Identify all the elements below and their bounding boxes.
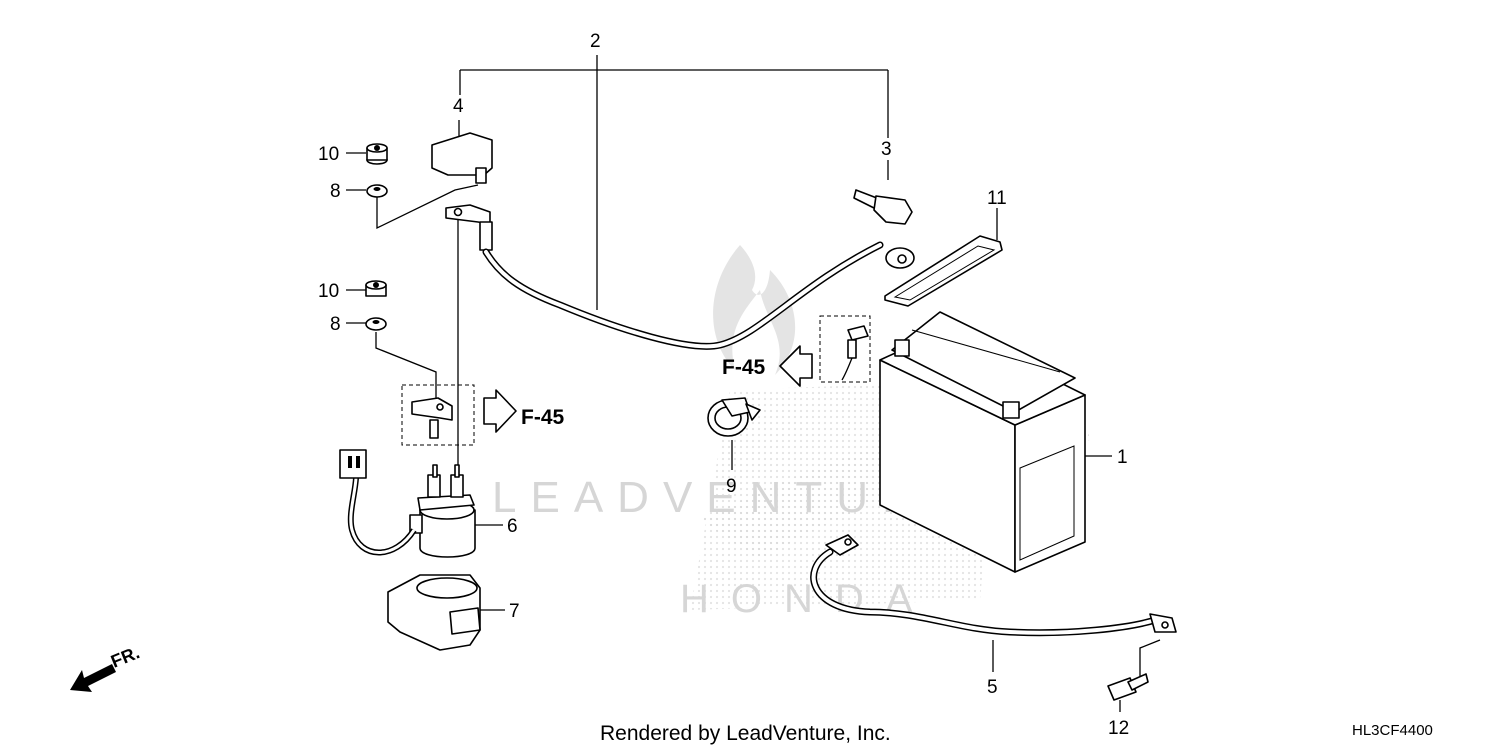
watermark-flame-icon bbox=[713, 245, 796, 375]
callout-9: 9 bbox=[726, 476, 737, 497]
nut-10-upper bbox=[366, 143, 388, 165]
reference-label-right: F-45 bbox=[722, 356, 766, 379]
callout-5: 5 bbox=[987, 677, 998, 698]
callout-4: 4 bbox=[453, 96, 464, 117]
front-direction-arrow: FR. bbox=[70, 642, 142, 692]
positive-cable-2 bbox=[445, 204, 915, 350]
terminal-cover-3 bbox=[853, 189, 913, 225]
washer-8-lower bbox=[365, 317, 387, 331]
nut-10-lower bbox=[365, 280, 387, 297]
band-9 bbox=[707, 397, 761, 437]
battery-band-11 bbox=[884, 235, 1003, 307]
callout-12: 12 bbox=[1108, 718, 1129, 739]
reference-box-right: F-45 bbox=[722, 315, 871, 387]
callout-1: 1 bbox=[1117, 447, 1128, 468]
callout-8-upper: 8 bbox=[330, 181, 341, 202]
callout-6: 6 bbox=[507, 516, 518, 537]
callout-3: 3 bbox=[881, 139, 892, 160]
callout-8-lower: 8 bbox=[330, 314, 341, 335]
diagram-code: HL3CF4400 bbox=[1352, 722, 1433, 739]
callout-7: 7 bbox=[509, 601, 520, 622]
leader-lines bbox=[346, 55, 1161, 712]
relay-holder-7 bbox=[387, 574, 481, 651]
callout-11: 11 bbox=[987, 188, 1007, 209]
bolt-12 bbox=[1107, 673, 1149, 701]
callout-numbers: 2 4 3 10 8 11 10 8 1 9 6 7 5 12 bbox=[318, 31, 1129, 739]
starter-relay-6 bbox=[339, 449, 476, 558]
negative-cable-5 bbox=[810, 534, 1177, 637]
callout-2: 2 bbox=[590, 31, 601, 52]
terminal-cover-4 bbox=[431, 132, 493, 184]
rendered-by-credit: Rendered by LeadVenture, Inc. bbox=[600, 722, 891, 745]
washer-8-upper bbox=[366, 184, 388, 198]
reference-box-left: F-45 bbox=[401, 384, 565, 446]
callout-10-lower: 10 bbox=[318, 281, 339, 302]
callout-10-upper: 10 bbox=[318, 144, 339, 165]
front-direction-label: FR. bbox=[108, 642, 142, 671]
reference-label-left: F-45 bbox=[521, 406, 565, 429]
battery-1 bbox=[879, 311, 1086, 573]
